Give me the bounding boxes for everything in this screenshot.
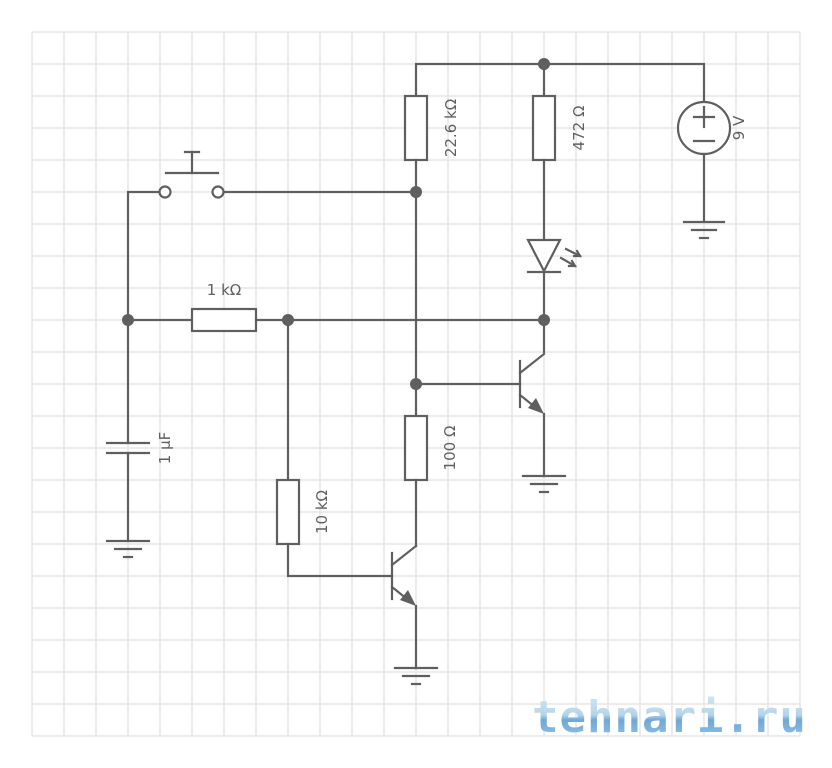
resistor-10k-label: 10 kΩ	[313, 490, 331, 534]
watermark: tehnari.ru	[532, 692, 807, 743]
push-button-switch[interactable]	[126, 150, 418, 322]
resistor-10k[interactable]: 10 kΩ	[275, 318, 394, 578]
led-light-arrows-icon	[559, 247, 582, 268]
resistor-100[interactable]: 100 Ω	[403, 382, 459, 548]
junction-dot	[538, 58, 550, 70]
emitter-arrow-icon	[400, 590, 416, 606]
junction-dot	[282, 314, 294, 326]
ground-capacitor	[105, 539, 151, 559]
ground-q2	[521, 474, 567, 494]
junction-dot	[410, 186, 422, 198]
voltage-source-9v[interactable]: 9 V	[676, 100, 748, 224]
capacitor-1uf[interactable]: 1 µF	[105, 318, 174, 543]
ground-q1	[393, 666, 439, 686]
junctions	[122, 58, 550, 390]
capacitor-label: 1 µF	[156, 432, 174, 464]
junction-dot	[538, 314, 550, 326]
junction-dot	[410, 378, 422, 390]
ground-source	[682, 220, 726, 240]
junction-dot	[122, 314, 134, 326]
resistor-1k[interactable]: 1 kΩ	[126, 281, 546, 333]
transistor-q1[interactable]	[390, 544, 418, 670]
led[interactable]	[526, 238, 582, 354]
resistor-472[interactable]: 472 Ω	[531, 94, 588, 242]
voltage-source-label: 9 V	[730, 115, 748, 140]
emitter-arrow-icon	[528, 398, 544, 414]
resistor-100-label: 100 Ω	[441, 426, 459, 471]
resistor-1k-label: 1 kΩ	[207, 281, 241, 299]
resistor-472-label: 472 Ω	[570, 106, 588, 151]
resistor-22k6-label: 22.6 kΩ	[442, 99, 460, 157]
resistor-22k6[interactable]: 22.6 kΩ	[403, 94, 460, 386]
transistor-q2[interactable]	[414, 352, 546, 478]
